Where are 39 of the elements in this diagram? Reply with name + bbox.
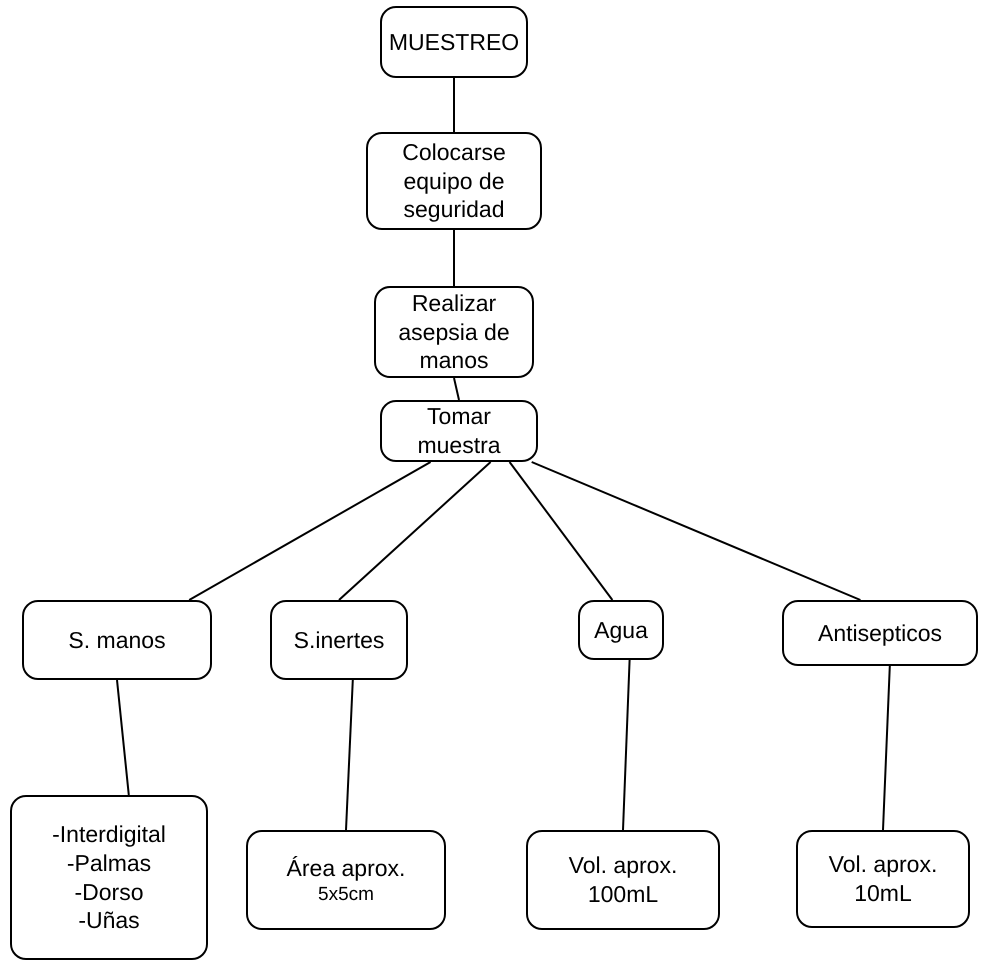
- connector-line: [882, 666, 891, 830]
- box-text: S. manos: [68, 626, 166, 654]
- process-box: [526, 830, 720, 930]
- box-text: Antisepticos: [818, 618, 942, 648]
- process-box: [270, 600, 408, 680]
- connector-line: [531, 461, 861, 601]
- process-box: [10, 795, 208, 960]
- box-text: -Uñas: [78, 906, 140, 935]
- box-text: -Dorso: [74, 878, 144, 906]
- connector-line: [453, 78, 455, 132]
- box-text: -Interdigital: [52, 820, 166, 849]
- connector-line: [338, 461, 492, 601]
- box-text: 5x5cm: [318, 882, 374, 906]
- process-box: [380, 400, 538, 462]
- box-text: Vol. aprox. 100mL: [568, 851, 678, 909]
- box-text: Vol. aprox. 10mL: [828, 850, 938, 908]
- connector-line: [345, 680, 354, 830]
- process-box: [796, 830, 970, 928]
- box-text: Área aprox.: [286, 854, 406, 882]
- box-text: Tomar muestra: [416, 402, 502, 460]
- connector-line: [453, 378, 460, 400]
- box-text: Colocarse equipo de seguridad: [401, 138, 507, 224]
- connector-line: [453, 230, 455, 286]
- box-text: -Palmas: [66, 848, 152, 878]
- connector-line: [508, 461, 614, 601]
- process-box: [374, 286, 534, 378]
- process-box: [22, 600, 212, 680]
- process-box: [782, 600, 978, 666]
- connector-line: [116, 680, 130, 796]
- process-box: [380, 6, 528, 78]
- box-text: MUESTREO: [388, 28, 520, 56]
- process-box: [246, 830, 446, 930]
- box-text: Realizar asepsia de manos: [397, 288, 511, 376]
- connector-line: [622, 660, 631, 830]
- process-box: [366, 132, 542, 230]
- box-text: S.inertes: [294, 626, 384, 654]
- box-text: Agua: [594, 616, 648, 644]
- process-box: [578, 600, 664, 660]
- connector-line: [188, 461, 432, 601]
